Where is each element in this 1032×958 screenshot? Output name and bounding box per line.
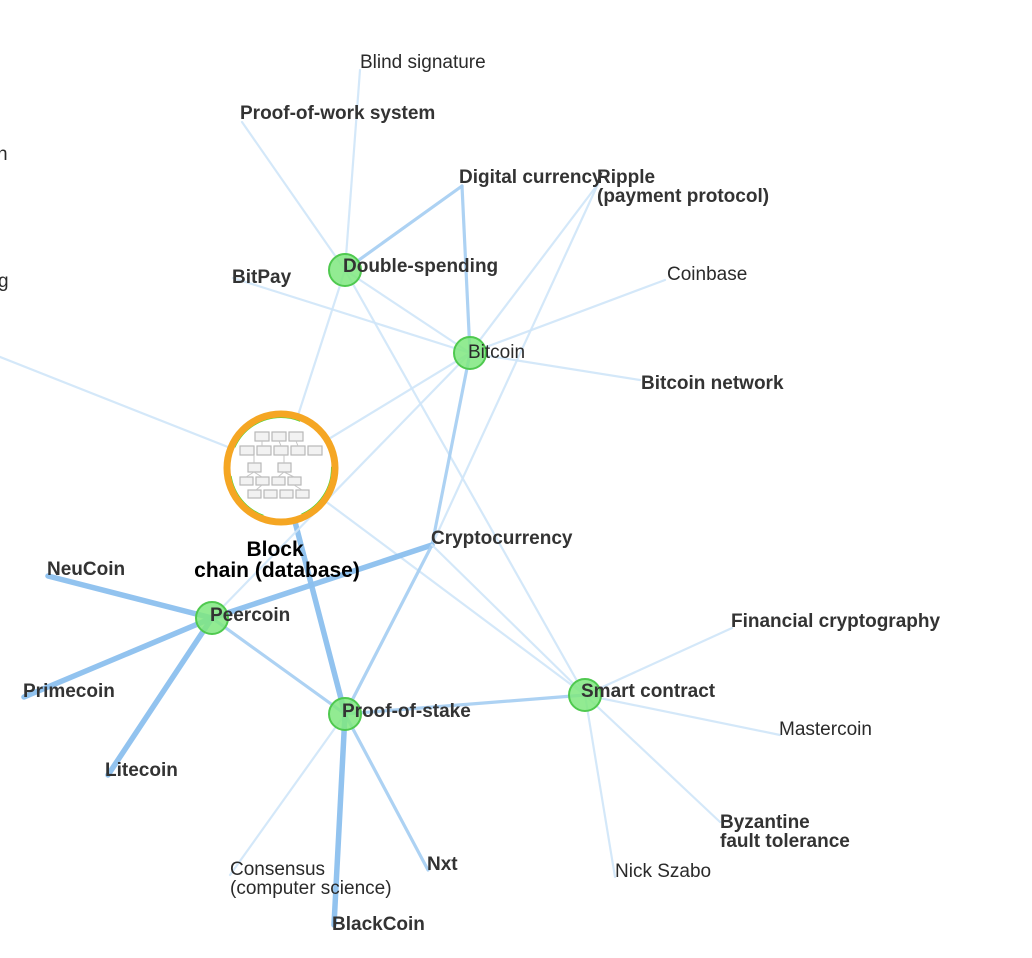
node-label-line: fault tolerance	[720, 831, 850, 852]
edge-coinbase-bitcoin	[468, 278, 667, 355]
edge-layer	[0, 68, 782, 928]
edge-ripple-bitcoin	[468, 182, 600, 355]
node-label-line: Financial cryptography	[731, 611, 940, 632]
node-label-nxt[interactable]: Nxt	[427, 854, 458, 875]
edge-bitcoin-cryptocurrency	[430, 351, 472, 547]
edge-peercoin-neucoin	[45, 573, 215, 621]
node-label-line: Proof-of-work system	[240, 103, 435, 124]
edge-double_spending-digital_currency	[343, 184, 464, 272]
node-label-line: Byzantine	[720, 812, 810, 833]
node-label-primecoin[interactable]: Primecoin	[23, 681, 115, 702]
node-label-line: Bitcoin network	[641, 373, 784, 394]
edge-smart_contract-financial_crypto	[583, 626, 734, 697]
edge-bitcoin-peercoin	[210, 351, 472, 620]
node-label-blind-signature[interactable]: Blind signature	[360, 52, 486, 73]
edge-bitcoin-bitcoin_network	[468, 351, 642, 382]
node-label-nick-szabo[interactable]: Nick Szabo	[615, 861, 711, 882]
node-label-litecoin[interactable]: Litecoin	[105, 760, 178, 781]
edge-double_spending-blind_signature	[343, 68, 362, 272]
node-label-coinbase[interactable]: Coinbase	[667, 264, 747, 285]
node-label-bitpay[interactable]: BitPay	[232, 267, 292, 288]
edge-smart_contract-nick_szabo	[583, 693, 617, 879]
node-label-line: Smart contract	[581, 681, 716, 702]
node-label-bitcoin[interactable]: Bitcoin	[468, 342, 525, 363]
node-label-line: Nxt	[427, 854, 458, 875]
node-label-digital-currency[interactable]: Digital currency	[459, 167, 603, 188]
node-label-line: Mastercoin	[779, 719, 872, 740]
node-label-line: Ripple	[597, 167, 655, 188]
node-label-line: Coinbase	[667, 264, 747, 285]
node-label-line: n	[0, 144, 8, 165]
node-dot-peercoin[interactable]	[195, 601, 229, 635]
node-label-cryptocurrency[interactable]: Cryptocurrency	[431, 528, 573, 549]
node-label-line: BlackCoin	[332, 914, 425, 935]
center-node-blockchain[interactable]	[223, 410, 339, 526]
blockchain-diagram-icon	[231, 418, 331, 518]
edge-cryptocurrency-proof_of_stake	[343, 543, 434, 716]
edge-proof_of_stake-nxt	[343, 712, 430, 872]
node-label-line: Nick Szabo	[615, 861, 711, 882]
node-label-proof-of-stake[interactable]: Proof-of-stake	[342, 701, 471, 722]
node-label-bitcoin-network[interactable]: Bitcoin network	[641, 373, 784, 394]
node-label-smart-contract[interactable]: Smart contract	[581, 681, 716, 702]
node-label-ripple[interactable]: Ripple(payment protocol)	[597, 167, 769, 207]
center-label[interactable]: Block chain (database)	[194, 538, 360, 582]
node-label-line: Litecoin	[105, 760, 178, 781]
edge-ripple-cryptocurrency	[430, 182, 600, 547]
edge-double_spending-proof_of_work	[240, 120, 347, 272]
node-label-offscreen-2[interactable]: g	[0, 271, 9, 292]
node-label-financial-crypto[interactable]: Financial cryptography	[731, 611, 940, 632]
node-label-double-spending[interactable]: Double-spending	[343, 256, 498, 277]
node-dot-layer	[195, 253, 602, 731]
node-dot-smart-contract[interactable]	[568, 678, 602, 712]
edge-proof_of_stake-blackcoin	[331, 711, 348, 928]
node-label-line: BitPay	[232, 267, 292, 288]
edge-cryptocurrency-smart_contract	[430, 543, 587, 697]
center-outer-ring	[223, 410, 339, 526]
node-label-line: Peercoin	[210, 605, 290, 626]
node-label-line: Consensus	[230, 859, 325, 880]
edge-peercoin-litecoin	[105, 615, 215, 778]
node-label-mastercoin[interactable]: Mastercoin	[779, 719, 872, 740]
node-dot-proof-of-stake[interactable]	[328, 697, 362, 731]
node-label-line: g	[0, 271, 9, 292]
edge-double_spending-bitcoin	[343, 268, 472, 355]
edge-smart_contract-byzantine	[583, 693, 722, 824]
edge-peercoin-primecoin	[21, 615, 215, 700]
node-label-peercoin[interactable]: Peercoin	[210, 605, 290, 626]
edge-cryptocurrency-peercoin	[209, 542, 435, 621]
node-label-line: (payment protocol)	[597, 186, 769, 207]
node-dot-double-spending[interactable]	[328, 253, 362, 287]
node-dot-bitcoin[interactable]	[453, 336, 487, 370]
node-label-line: Blind signature	[360, 52, 486, 73]
node-label-line: Primecoin	[23, 681, 115, 702]
node-label-offscreen-1[interactable]: n	[0, 144, 8, 165]
node-label-consensus[interactable]: Consensus(computer science)	[230, 859, 392, 899]
node-label-line: NeuCoin	[47, 559, 125, 580]
edge-double_spending-smart_contract	[343, 268, 587, 697]
edge-peercoin-proof_of_stake	[210, 616, 347, 716]
node-label-proof-of-work[interactable]: Proof-of-work system	[240, 103, 435, 124]
node-label-line: Proof-of-stake	[342, 701, 471, 722]
edge-smart_contract-mastercoin	[583, 693, 782, 737]
node-label-line: Cryptocurrency	[431, 528, 573, 549]
node-label-line: Bitcoin	[468, 342, 525, 363]
node-label-line: (computer science)	[230, 878, 392, 899]
edge-digital_currency-bitcoin	[460, 184, 472, 355]
edge-proof_of_stake-consensus	[228, 712, 347, 877]
edge-blockchain-smart_contract	[279, 466, 587, 697]
node-label-line: Double-spending	[343, 256, 498, 277]
node-label-neucoin[interactable]: NeuCoin	[47, 559, 125, 580]
node-label-line: Digital currency	[459, 167, 603, 188]
node-label-blackcoin[interactable]: BlackCoin	[332, 914, 425, 935]
edge-proof_of_stake-smart_contract	[343, 693, 587, 716]
label-layer: Block chain (database) Blind signaturePr…	[0, 52, 940, 935]
edge-bitpay-bitcoin	[231, 276, 472, 355]
